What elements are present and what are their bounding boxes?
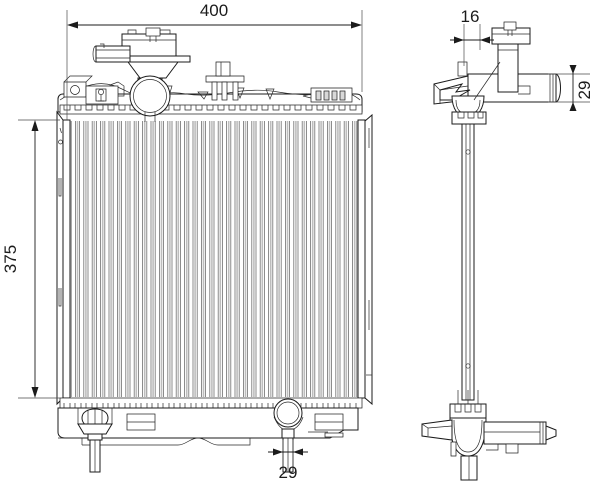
- filler-neck-assembly: [92, 27, 191, 122]
- left-side-frame-rail: [56, 110, 71, 406]
- side-lower-assembly: [421, 390, 557, 481]
- side-core-edge: [461, 117, 475, 401]
- dimension-label-side-depth: 29: [575, 81, 594, 100]
- front-view: [56, 27, 373, 473]
- dimension-label-bottom-outlet: 29: [279, 463, 298, 482]
- top-tank-sensor-fitting: [85, 85, 119, 105]
- dimension-bottom-outlet: 29: [268, 440, 308, 482]
- bottom-tank-crimp-band: [59, 397, 363, 409]
- dimension-label-side-offset: 16: [461, 7, 480, 26]
- top-tank-bracket-posts: [205, 61, 245, 101]
- dimension-overall-width: 400: [66, 1, 363, 120]
- top-tank-connector: [302, 87, 353, 103]
- dimension-label-height: 375: [1, 245, 20, 273]
- dimension-label-width: 400: [200, 1, 228, 20]
- radiator-core-fins: [64, 120, 364, 398]
- dimension-side-offset: 16: [450, 7, 494, 66]
- bottom-outlet-port: [273, 398, 304, 473]
- bottom-left-mount-stud: [77, 408, 113, 473]
- side-upper-assembly: [433, 21, 561, 125]
- dimension-overall-height: 375: [1, 119, 60, 399]
- right-side-frame-rail: [357, 113, 373, 406]
- dimension-side-depth: 29: [548, 65, 594, 111]
- side-view: [421, 21, 561, 481]
- bottom-right-tab: [324, 432, 344, 438]
- top-tank-crimp-band: [59, 104, 363, 115]
